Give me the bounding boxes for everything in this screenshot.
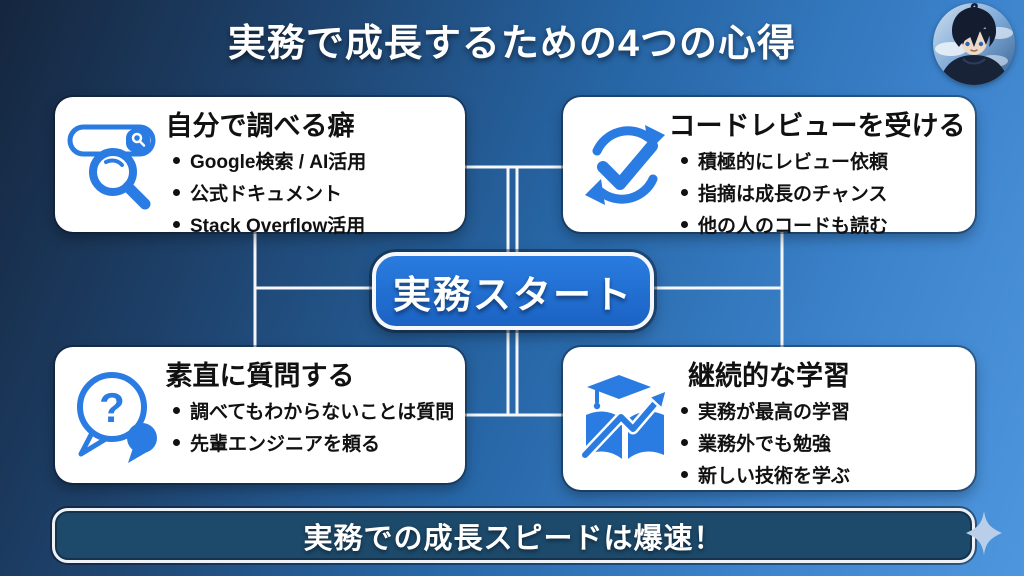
learning-book-arrow-icon <box>575 367 675 471</box>
bullet-dot <box>173 438 180 446</box>
avatar-illustration <box>933 3 1015 85</box>
question-bubble-icon: ? <box>67 363 167 467</box>
card-learning: 継続的な学習 実務が最高の学習 業務外でも勉強 新しい技術を学ぶ <box>563 347 975 490</box>
bullet-dot <box>681 188 688 196</box>
bullet-dot <box>681 156 688 164</box>
bullet-dot <box>173 406 180 414</box>
card-title: コードレビューを受ける <box>668 111 966 141</box>
card-review: コードレビューを受ける 積極的にレビュー依頼 指摘は成長のチャンス 他の人のコー… <box>563 97 975 237</box>
list-item: Stack Overflow活用 <box>173 208 366 240</box>
center-node-label: 実務スタート <box>392 274 633 317</box>
bullet-dot <box>681 470 688 478</box>
bullet-dot <box>681 220 688 228</box>
avatar <box>933 3 1015 85</box>
bullet-text: Google検索 / AI活用 <box>190 151 367 173</box>
bullet-list: 実務が最高の学習 業務外でも勉強 新しい技術を学ぶ <box>681 394 850 490</box>
bullet-text: 業務外でも勉強 <box>698 433 832 455</box>
bullet-list: 積極的にレビュー依頼 指摘は成長のチャンス 他の人のコードも読む <box>681 144 888 240</box>
list-item: 公式ドキュメント <box>173 176 366 208</box>
bullet-text: 指摘は成長のチャンス <box>698 183 888 205</box>
list-item: 調べてもわからないことは質問 <box>173 394 454 426</box>
list-item: 実務が最高の学習 <box>681 394 850 426</box>
question-mark-glyph: ? <box>99 384 125 431</box>
bullet-text: 新しい技術を学ぶ <box>698 465 851 487</box>
bullet-list: Google検索 / AI活用 公式ドキュメント Stack Overflow活… <box>173 144 366 240</box>
code-review-sync-check-icon <box>575 113 675 217</box>
bullet-text: 積極的にレビュー依頼 <box>698 151 889 173</box>
list-item: Google検索 / AI活用 <box>173 144 366 176</box>
card-research: 自分で調べる癖 Google検索 / AI活用 公式ドキュメント Stack O… <box>55 97 465 237</box>
bullet-dot <box>681 438 688 446</box>
bullet-text: 公式ドキュメント <box>190 183 343 205</box>
bullet-text: Stack Overflow活用 <box>190 215 366 237</box>
list-item: 指摘は成長のチャンス <box>681 176 888 208</box>
bullet-text: 他の人のコードも読む <box>698 215 889 237</box>
bullet-dot <box>173 188 180 196</box>
bullet-dot <box>173 156 180 164</box>
list-item: 先輩エンジニアを頼る <box>173 426 454 458</box>
bullet-list: 調べてもわからないことは質問 先輩エンジニアを頼る <box>173 394 454 458</box>
bullet-text: 調べてもわからないことは質問 <box>190 401 455 423</box>
search-icon <box>67 113 167 217</box>
card-question: ? 素直に質問する 調べてもわからないことは質問 先輩エンジニアを頼る <box>55 347 465 483</box>
list-item: 積極的にレビュー依頼 <box>681 144 888 176</box>
card-title: 継続的な学習 <box>688 361 850 391</box>
footer-banner: 実務での成長スピードは爆速！ <box>52 508 975 563</box>
bullet-text: 先輩エンジニアを頼る <box>190 433 381 455</box>
bullet-dot <box>681 406 688 414</box>
list-item: 他の人のコードも読む <box>681 208 888 240</box>
list-item: 業務外でも勉強 <box>681 426 850 458</box>
bullet-dot <box>173 220 180 228</box>
footer-banner-label: 実務での成長スピードは爆速！ <box>303 522 724 555</box>
bullet-text: 実務が最高の学習 <box>698 401 851 423</box>
page-title: 実務で成長するための4つの心得 <box>227 23 797 65</box>
sparkle-icon <box>966 511 1002 555</box>
center-node: 実務スタート <box>372 252 654 330</box>
list-item: 新しい技術を学ぶ <box>681 458 850 490</box>
card-title: 自分で調べる癖 <box>165 111 355 141</box>
card-title: 素直に質問する <box>165 361 355 391</box>
